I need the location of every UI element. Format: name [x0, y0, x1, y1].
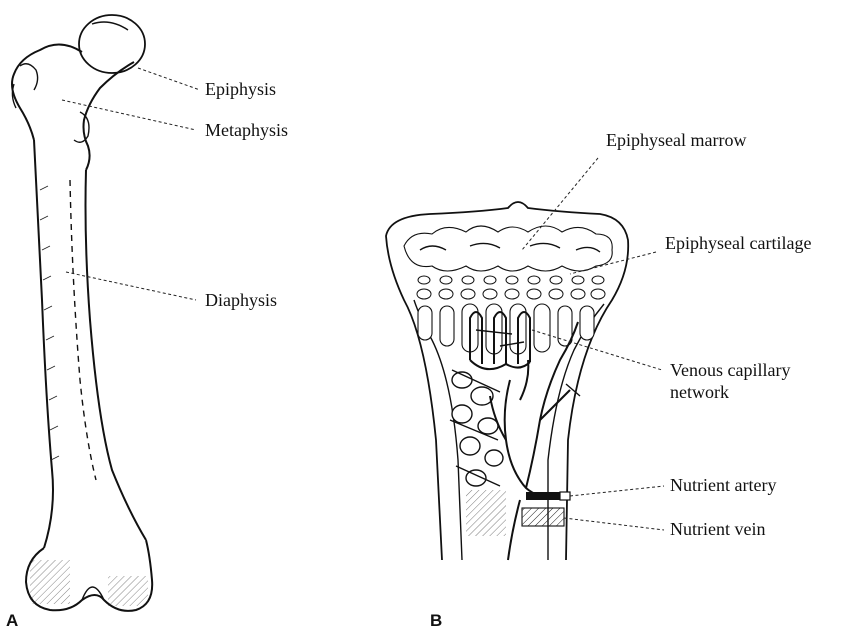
nutrient-vein — [522, 508, 564, 526]
femur-shaft-outline — [34, 140, 53, 548]
label-venous-capillary-line1: Venous capillary — [670, 360, 790, 380]
panel-letter-b: B — [430, 611, 442, 629]
femur-proximal-outline — [12, 44, 82, 140]
bone-section-drawing — [386, 202, 628, 560]
label-nutrient-artery: Nutrient artery — [670, 475, 776, 495]
panel-letter-a: A — [6, 611, 18, 629]
label-epiphyseal-marrow: Epiphyseal marrow — [606, 130, 746, 150]
leader-diaphysis — [66, 272, 196, 300]
label-epiphysis: Epiphysis — [205, 79, 276, 99]
label-nutrient-vein: Nutrient vein — [670, 519, 765, 539]
label-venous-capillary-line2: network — [670, 382, 729, 402]
femoral-head — [79, 15, 145, 73]
leader-nutrient-artery — [570, 486, 664, 496]
label-epiphyseal-cartilage: Epiphyseal cartilage — [665, 233, 811, 253]
leader-epiphysis — [138, 68, 200, 90]
femur-drawing — [12, 15, 152, 611]
label-diaphysis: Diaphysis — [205, 290, 277, 310]
label-metaphysis: Metaphysis — [205, 120, 288, 140]
leader-nutrient-vein — [564, 518, 664, 530]
leader-metaphysis — [62, 100, 196, 130]
